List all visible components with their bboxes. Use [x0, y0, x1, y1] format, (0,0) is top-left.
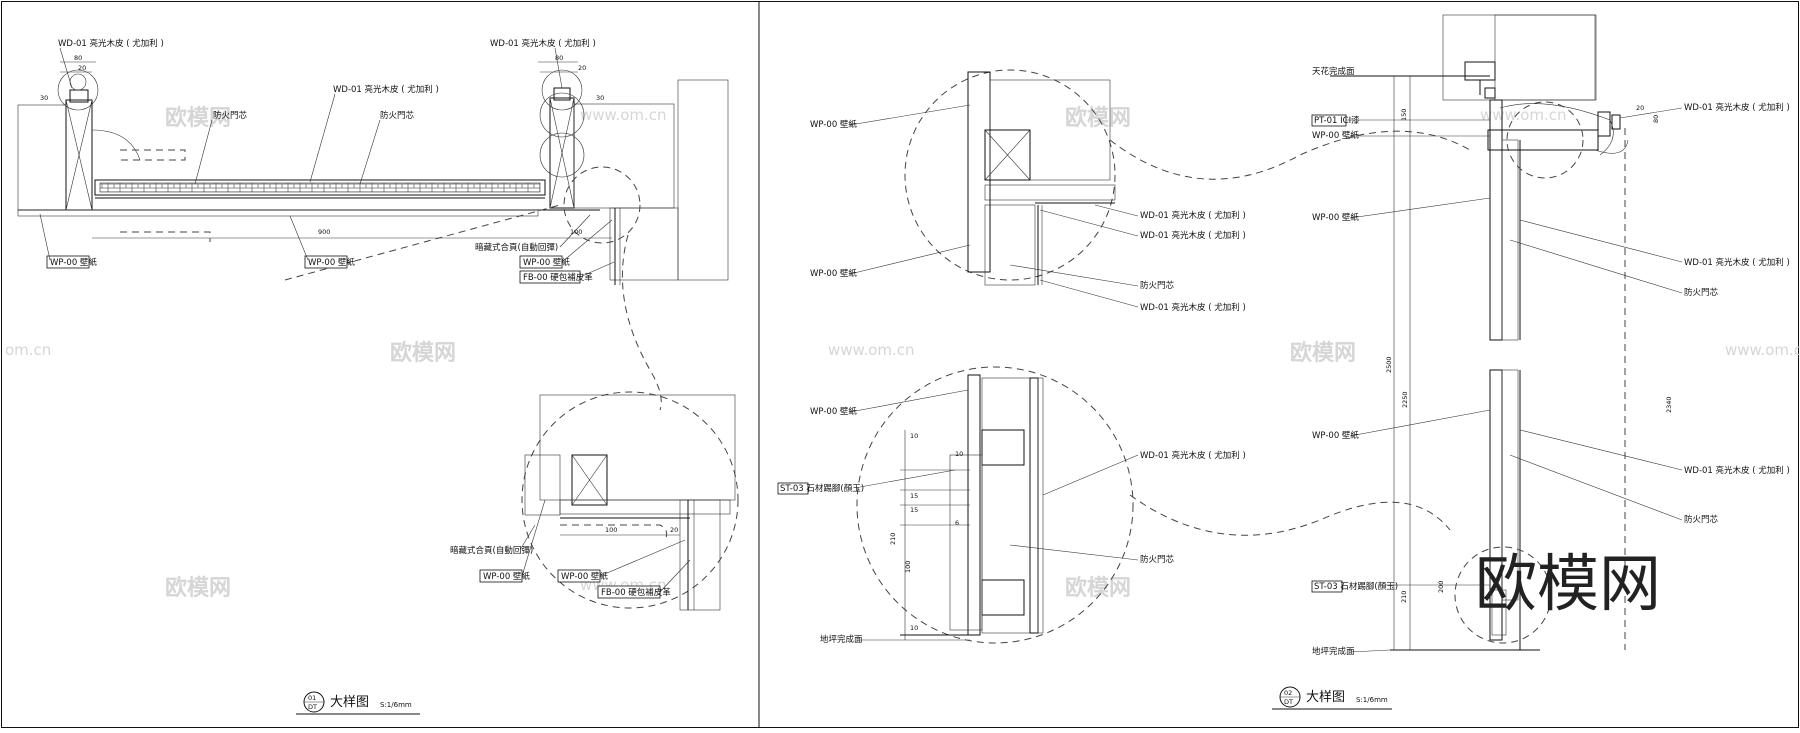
label-wd01: WD-01 亮光木皮 ( 尤加利 ) [1684, 465, 1790, 476]
label-floor: 地坪完成面 [1312, 646, 1355, 657]
dim-210: 210 [1400, 591, 1408, 603]
label-wp00: WP-00 壁紙 [483, 571, 530, 582]
title-01-text: 大样图 [330, 695, 369, 710]
detail-02-title: 02 DT 大样图 S:1/6mm [1272, 686, 1392, 710]
label-wp00: WP-00 壁紙 [810, 268, 857, 279]
dim-2250: 2250 [1401, 391, 1409, 408]
dim-150: 150 [1400, 109, 1408, 121]
label-floor: 地坪完成面 [820, 634, 863, 645]
brand-watermark: 欧模网 [1475, 547, 1661, 620]
title-01-sheet: DT [308, 703, 317, 711]
title-02-number: 02 [1284, 689, 1292, 697]
dim-20: 20 [670, 526, 678, 534]
label-wd01: WD-01 亮光木皮 ( 尤加利 ) [1140, 210, 1246, 221]
dim-30: 30 [40, 94, 48, 102]
label-wp00: WP-00 壁紙 [523, 257, 570, 268]
label-fire-core: 防火門芯 [380, 110, 415, 121]
label-wp00: WP-00 壁紙 [308, 257, 355, 268]
label-wd01: WD-01 亮光木皮 ( 尤加利 ) [1140, 302, 1246, 313]
dim-80: 80 [555, 54, 563, 62]
title-01-number: 01 [308, 694, 316, 702]
label-wd01: WD-01 亮光木皮 ( 尤加利 ) [490, 38, 596, 49]
dim-20: 20 [578, 64, 586, 72]
label-fb00: FB-00 硬包補皮革 [523, 272, 593, 283]
detail-02-zoom-top: WP-00 壁紙 WP-00 壁紙 WD-01 亮光木皮 ( 尤加利 ) WD-… [810, 69, 1246, 313]
watermark-text: 欧模网 [165, 575, 231, 601]
label-pt01: PT-01 ICI漆 [1314, 115, 1360, 126]
label-wd01: WD-01 亮光木皮 ( 尤加利 ) [1684, 257, 1790, 268]
dim-80: 80 [74, 54, 82, 62]
dim-10: 10 [910, 624, 918, 632]
watermark-text: 欧模网 [1290, 340, 1356, 366]
dim-10: 10 [955, 450, 963, 458]
dim-100: 100 [570, 228, 582, 236]
title-02-sheet: DT [1284, 698, 1293, 706]
watermark-url: om.cn [5, 341, 51, 359]
label-wp00: WP-00 壁紙 [810, 406, 857, 417]
label-st03: ST-03 石材踢腳(顏玉) [1314, 581, 1398, 592]
label-ceiling: 天花完成面 [1312, 66, 1355, 77]
dim-80: 80 [1652, 115, 1660, 123]
dim-15: 15 [910, 506, 918, 514]
dim-10: 10 [910, 432, 918, 440]
title-01-scale: S:1/6mm [380, 701, 412, 709]
dim-200: 200 [1437, 581, 1445, 593]
detail-01-zoom: 100 20 暗藏式合頁(自動回彈) WP-00 壁紙 WP-00 壁紙 FB-… [450, 391, 739, 611]
watermark-text: 欧模网 [390, 340, 456, 366]
label-wp00: WP-00 壁紙 [1312, 130, 1359, 141]
watermark-url: www.om.cn [1480, 106, 1567, 124]
label-fire-core: 防火門芯 [213, 110, 248, 121]
detail-01-plan: 80 20 30 80 20 30 900 100 WD-01 亮光木皮 ( 尤… [17, 38, 729, 411]
watermark-text: 欧模网 [1065, 105, 1131, 131]
detail-02-section: 150 2500 2250 2340 210 200 80 20 天花完成面 P… [1311, 14, 1790, 657]
title-02-text: 大样图 [1306, 690, 1345, 705]
dim-100: 100 [904, 561, 912, 573]
label-wd01: WD-01 亮光木皮 ( 尤加利 ) [1684, 102, 1790, 113]
dim-6: 6 [955, 519, 959, 527]
dim-2500: 2500 [1385, 356, 1393, 373]
watermark-text: 欧模网 [165, 105, 231, 131]
dim-2340: 2340 [1665, 396, 1673, 413]
dim-15: 15 [910, 492, 918, 500]
watermark-url: www.om.cn [828, 341, 915, 359]
label-hinge: 暗藏式合頁(自動回彈) [450, 545, 533, 556]
detail-02-zoom-bottom: 10 10 15 15 6 210 100 10 WP-00 壁紙 ST-03 … [777, 366, 1246, 645]
watermark-url: www.om.cn [580, 106, 667, 124]
title-02-scale: S:1/6mm [1356, 696, 1388, 704]
label-wd01: WD-01 亮光木皮 ( 尤加利 ) [1140, 230, 1246, 241]
label-wp00: WP-00 壁紙 [1312, 212, 1359, 223]
label-wp00: WP-00 壁紙 [810, 119, 857, 130]
label-wd01: WD-01 亮光木皮 ( 尤加利 ) [58, 38, 164, 49]
label-hinge: 暗藏式合頁(自動回彈) [475, 242, 558, 253]
label-wp00: WP-00 壁紙 [50, 257, 97, 268]
label-wp00: WP-00 壁紙 [561, 571, 608, 582]
dim-30: 30 [596, 94, 604, 102]
label-fire-core: 防火門芯 [1684, 287, 1719, 298]
dim-20: 20 [78, 64, 86, 72]
label-st03: ST-03 石材踢腳(顏玉) [780, 483, 864, 494]
label-fb00: FB-00 硬包補皮革 [601, 587, 671, 598]
label-wd01: WD-01 亮光木皮 ( 尤加利 ) [333, 84, 439, 95]
detail-01-title: 01 DT 大样图 S:1/6mm [296, 691, 420, 715]
label-wp00: WP-00 壁紙 [1312, 430, 1359, 441]
dim-900: 900 [318, 228, 330, 236]
label-wd01: WD-01 亮光木皮 ( 尤加利 ) [1140, 450, 1246, 461]
dim-210: 210 [889, 533, 897, 545]
dim-20: 20 [1636, 104, 1644, 112]
label-fire-core: 防火門芯 [1140, 554, 1175, 565]
label-fire-core: 防火門芯 [1684, 514, 1719, 525]
label-fire-core: 防火門芯 [1140, 280, 1175, 291]
watermark-url: www.om.cn [1725, 341, 1800, 359]
watermarks: 欧模网 www.om.cn 欧模网 om.cn 欧模网 www.om.cn 欧模… [5, 105, 1800, 601]
dim-100: 100 [605, 526, 617, 534]
